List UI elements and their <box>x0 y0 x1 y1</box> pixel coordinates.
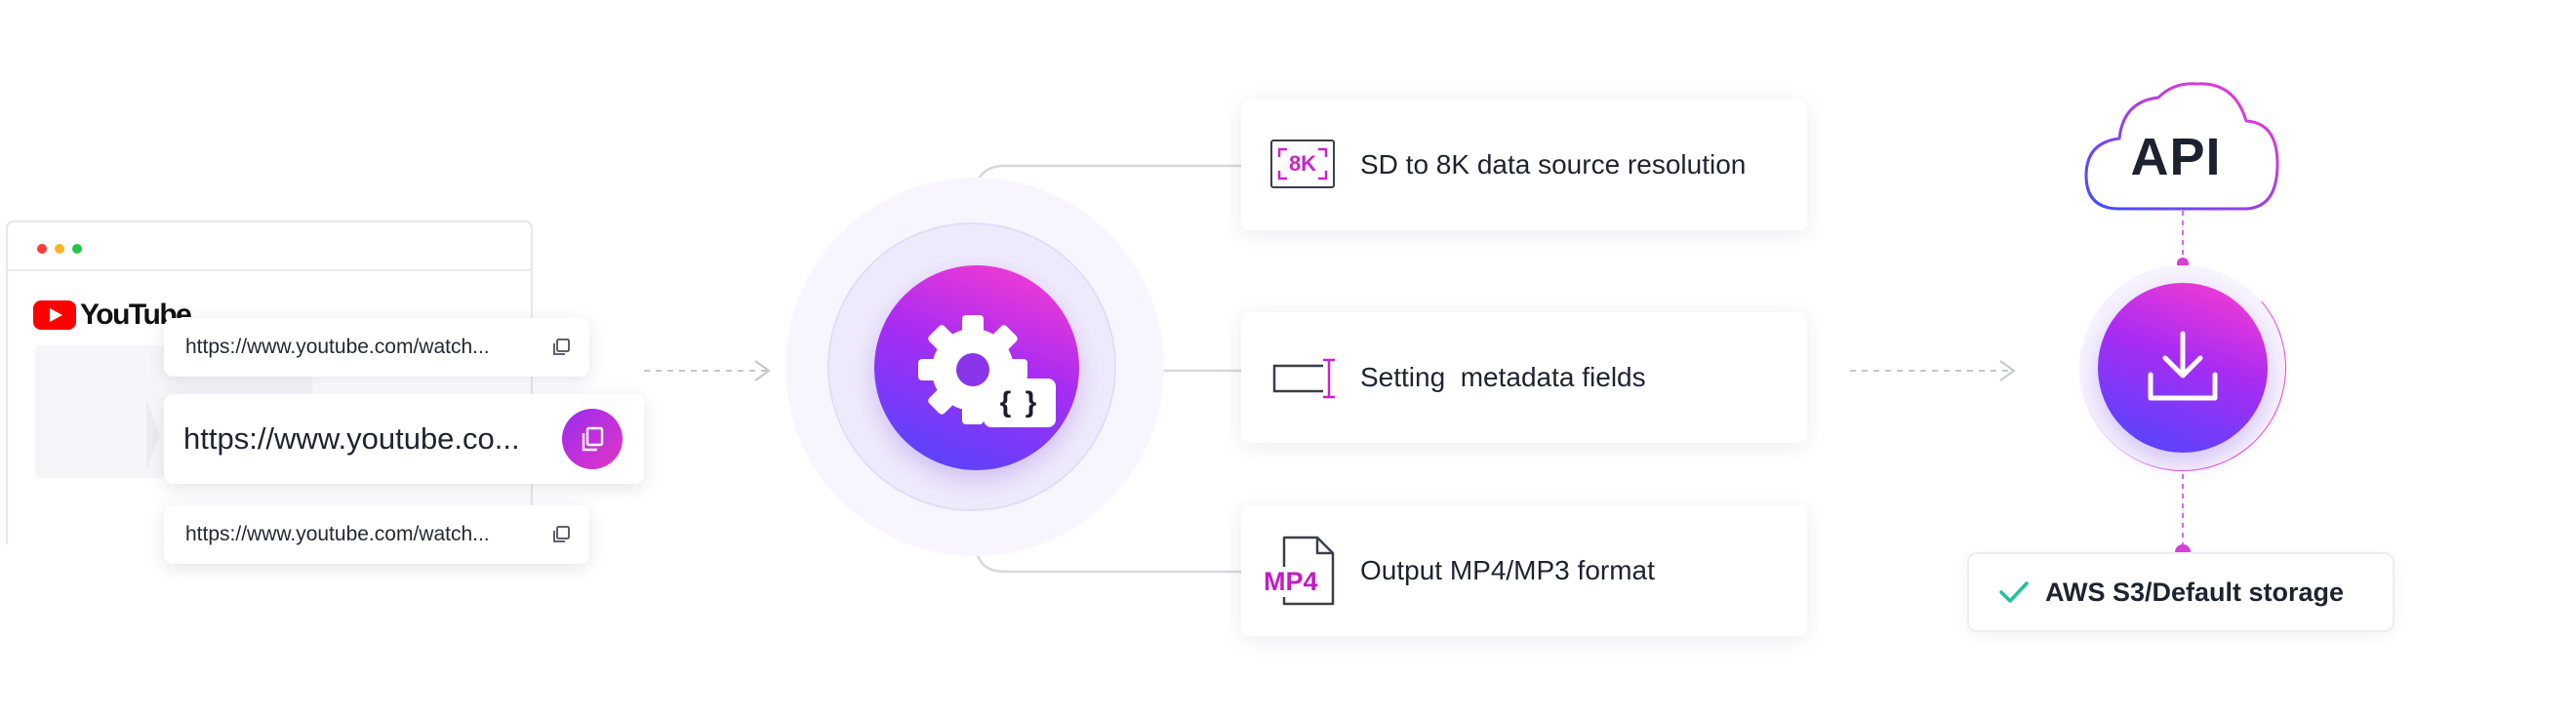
file-icon: MP4 <box>1263 536 1339 606</box>
download-icon <box>2148 331 2218 401</box>
copy-icon <box>582 426 604 452</box>
storage-card: AWS S3/Default storage <box>1967 552 2395 632</box>
feature-label-format: Output MP4/MP3 format <box>1360 555 1655 585</box>
youtube-logo-icon <box>33 300 76 330</box>
storage-label: AWS S3/Default storage <box>2045 577 2345 607</box>
copy-icon[interactable] <box>550 524 572 545</box>
url-card-active[interactable]: https://www.youtube.co... <box>164 394 644 484</box>
window-close-dot[interactable] <box>37 244 47 254</box>
feature-card-metadata: Setting metadata fields <box>1241 312 1807 443</box>
url-card-3[interactable]: https://www.youtube.com/watch... <box>164 505 589 564</box>
window-minimize-dot[interactable] <box>55 244 64 254</box>
feature-card-resolution: 8K SD to 8K data source resolution <box>1241 100 1807 230</box>
feature-card-format: MP4 Output MP4/MP3 format <box>1241 505 1807 636</box>
code-braces-badge: { } <box>984 379 1056 427</box>
copy-button[interactable] <box>562 409 623 469</box>
resolution-8k-icon: 8K <box>1268 136 1339 194</box>
format-badge: MP4 <box>1263 567 1319 597</box>
copy-icon[interactable] <box>550 337 572 358</box>
feature-label-resolution: SD to 8K data source resolution <box>1360 149 1747 180</box>
url-card-1[interactable]: https://www.youtube.com/watch... <box>164 318 589 377</box>
api-label: API <box>2130 128 2222 186</box>
cloud-icon <box>2084 82 2279 211</box>
url-text-active: https://www.youtube.co... <box>183 421 520 456</box>
arrow-features-to-output <box>1850 360 2016 381</box>
url-text-3: https://www.youtube.com/watch... <box>185 523 490 545</box>
url-text-1: https://www.youtube.com/watch... <box>185 336 490 358</box>
text-field-icon <box>1272 358 1335 399</box>
resolution-badge: 8K <box>1288 151 1317 176</box>
gear-icon <box>918 315 1027 424</box>
feature-label-metadata: Setting metadata fields <box>1360 362 1646 392</box>
check-icon <box>1999 581 2029 603</box>
browser-titlebar <box>8 222 531 271</box>
arrow-source-to-processor <box>644 360 771 381</box>
video-play-shape <box>146 400 160 470</box>
window-maximize-dot[interactable] <box>72 244 82 254</box>
